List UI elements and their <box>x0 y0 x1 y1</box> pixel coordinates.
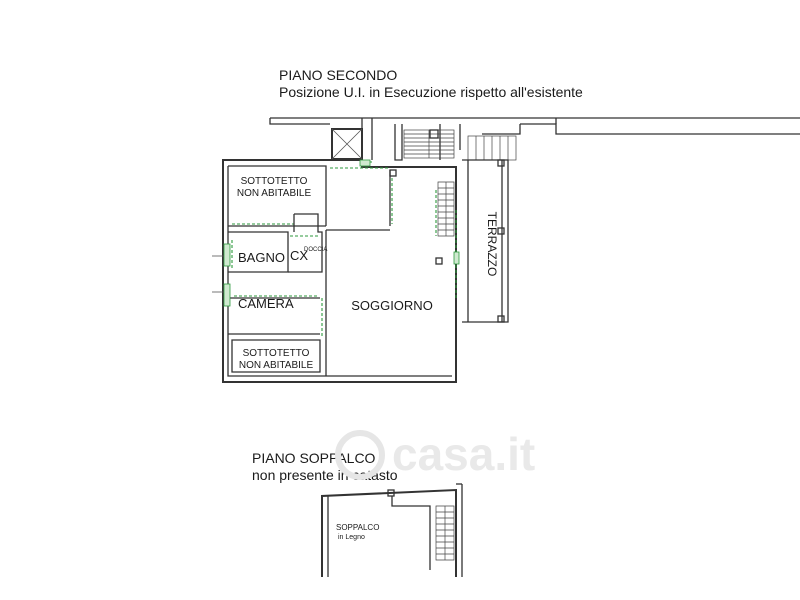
watermark-text: casa.it <box>392 428 535 480</box>
mezzanine-title: PIANO SOPPALCO <box>252 450 376 466</box>
doccia-label: DOCCIA <box>304 247 327 253</box>
second-floor-subtitle: Posizione U.I. in Esecuzione rispetto al… <box>279 84 583 100</box>
camera-label: CAMERA <box>238 296 294 311</box>
sottotetto-bottom-label-2: NON ABITABILE <box>239 360 314 371</box>
watermark: casa.it <box>335 428 535 480</box>
cx-label: CX <box>290 248 308 263</box>
mezzanine-outline <box>321 488 457 577</box>
sottotetto-bottom-label-1: SOTTOTETTO <box>243 348 310 359</box>
second-floor-plan: SOTTOTETTO NON ABITABILE BAGNO CX DOCCIA… <box>212 117 800 383</box>
sottotetto-top-label-2: NON ABITABILE <box>237 188 312 199</box>
terrace-outline <box>462 159 509 323</box>
sottotetto-top-label-1: SOTTOTETTO <box>241 176 308 187</box>
terrace-stair <box>467 135 517 161</box>
soppalco-label-1: SOPPALCO <box>336 523 379 532</box>
second-floor-title: PIANO SECONDO <box>279 67 398 83</box>
mezzanine-stair <box>435 505 455 561</box>
bagno-label: BAGNO <box>238 250 285 265</box>
soppalco-label-2: in Legno <box>338 534 365 541</box>
soggiorno-label: SOGGIORNO <box>351 298 433 313</box>
mezzanine-plan: SOPPALCO in Legno <box>321 483 463 577</box>
top-stair <box>403 129 455 159</box>
terrazzo-label: TERRAZZO <box>485 212 499 277</box>
inner-stair <box>437 181 455 237</box>
